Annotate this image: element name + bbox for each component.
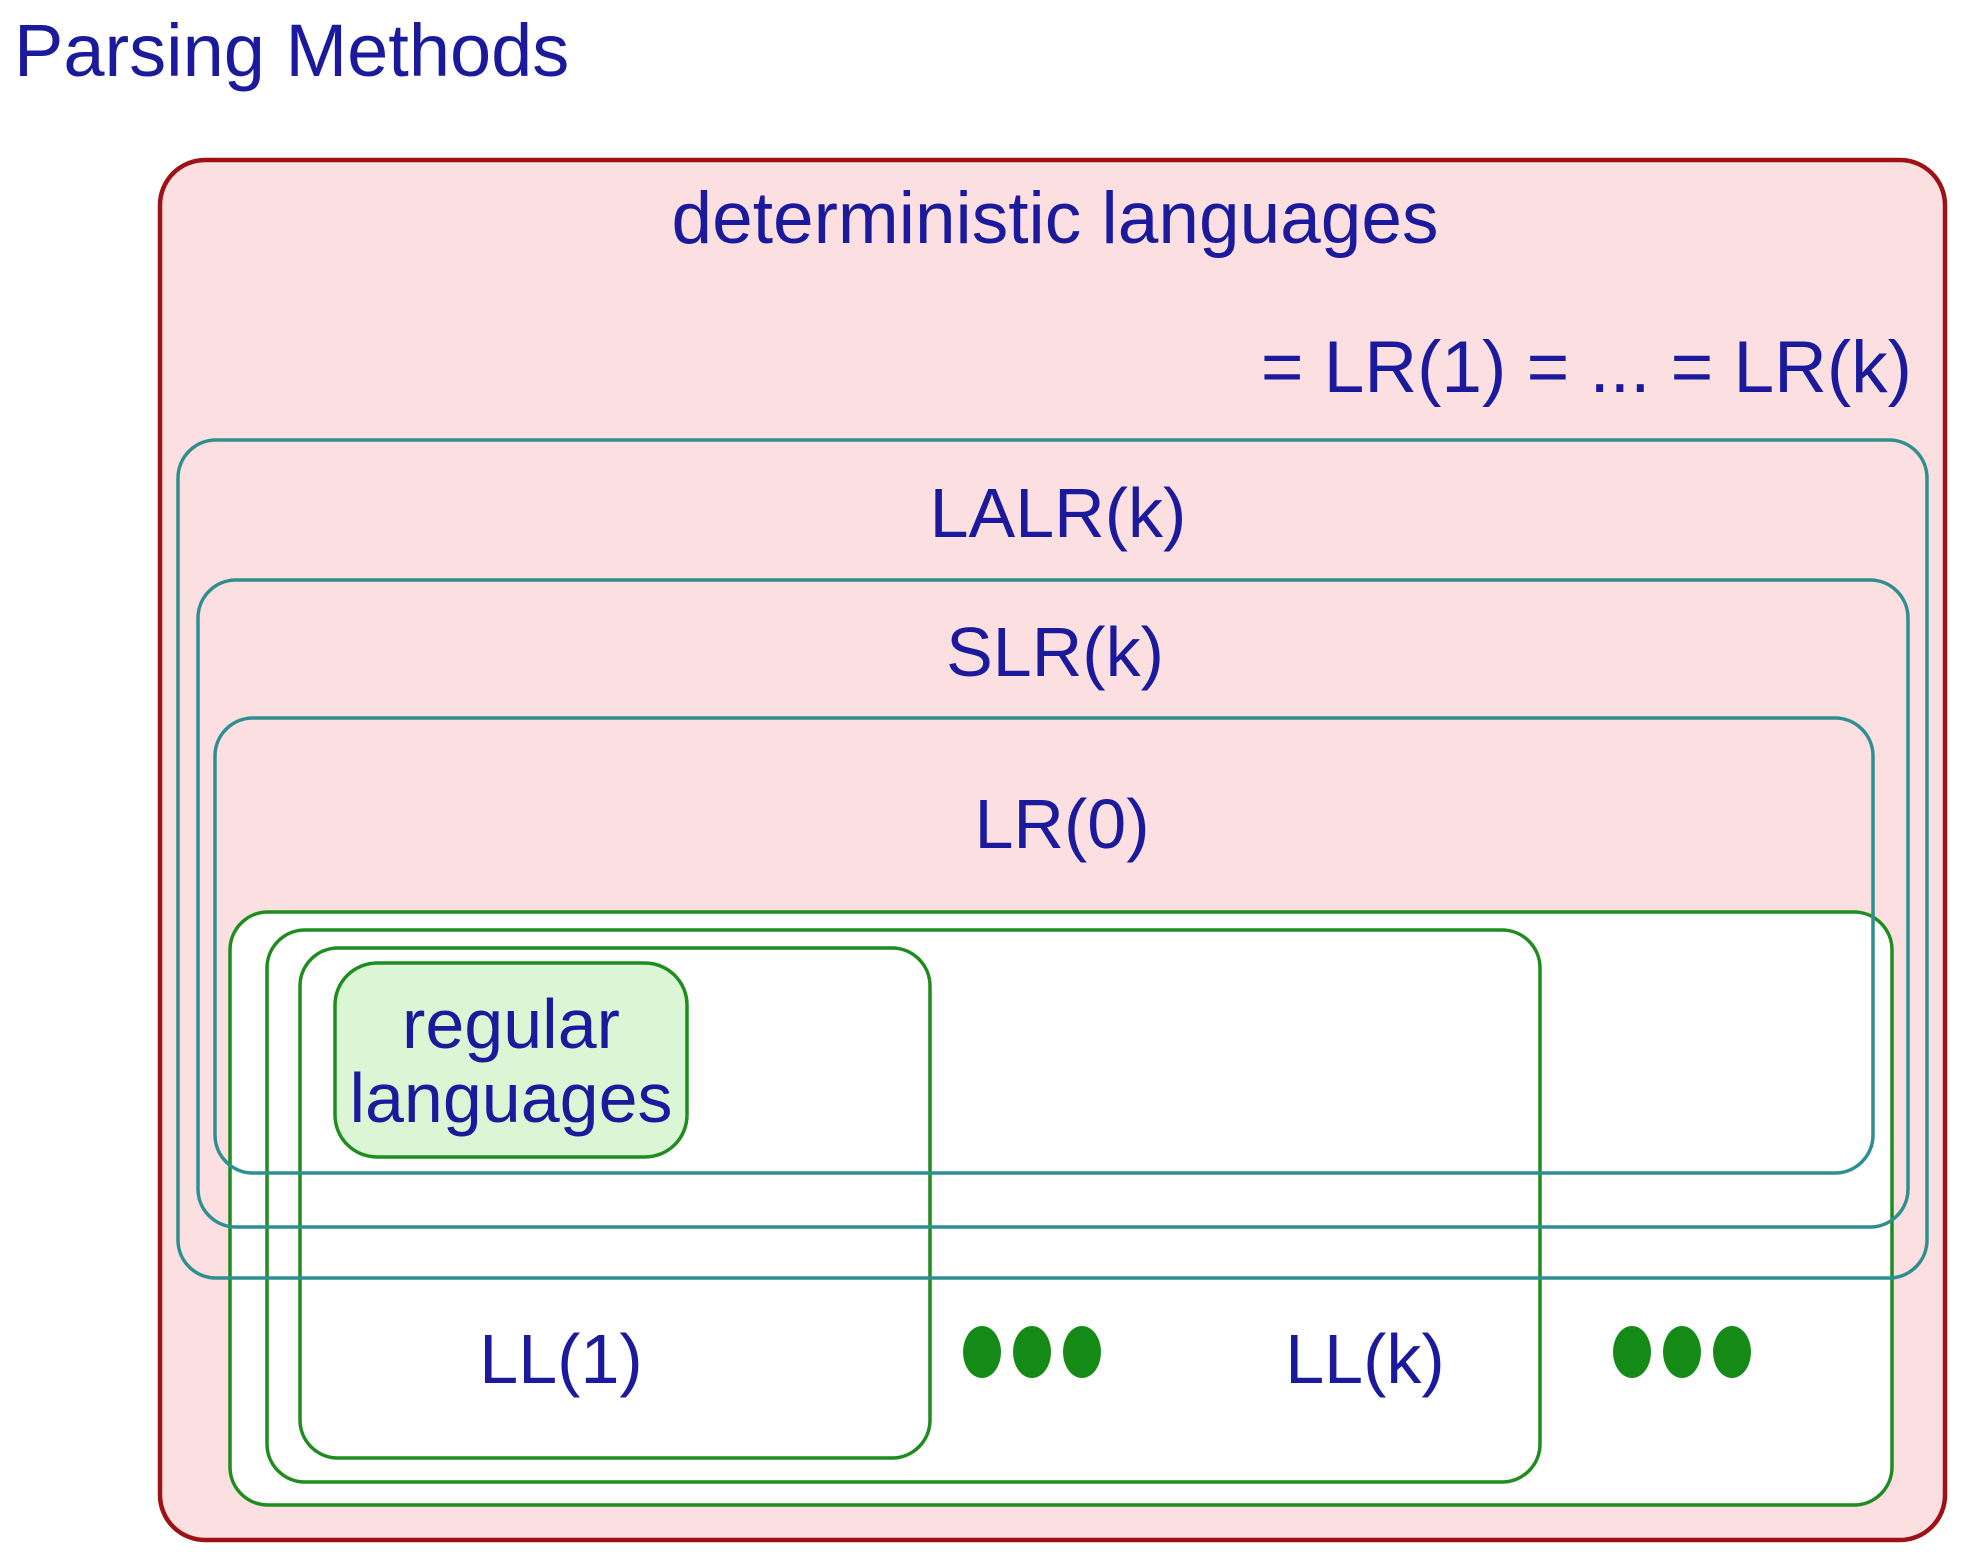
regular-languages-label-line1: regular <box>402 985 620 1063</box>
lalr-box <box>176 438 1929 1280</box>
regular-languages-box <box>333 961 689 1159</box>
regular-languages-label-line2: languages <box>349 1059 672 1137</box>
dot <box>1713 1326 1751 1378</box>
ll1-label: LL(1) <box>479 1320 642 1398</box>
slr-box <box>196 578 1910 1229</box>
dot <box>1013 1326 1051 1378</box>
ellipsis-dots-right-icon <box>1613 1326 1751 1378</box>
slr-label: SLR(k) <box>946 613 1164 691</box>
page-title: Parsing Methods <box>14 9 569 92</box>
lr0-label: LR(0) <box>974 785 1149 863</box>
lr0-box <box>213 716 1875 1175</box>
dot <box>1663 1326 1701 1378</box>
lalr-label: LALR(k) <box>930 474 1187 552</box>
llk-label: LL(k) <box>1285 1320 1444 1398</box>
dot <box>1063 1326 1101 1378</box>
ellipsis-dots-left-icon <box>963 1326 1101 1378</box>
dot <box>963 1326 1001 1378</box>
dot <box>1613 1326 1651 1378</box>
lr-equation-label: = LR(1) = ... = LR(k) <box>1261 327 1912 408</box>
deterministic-languages-label: deterministic languages <box>672 178 1439 259</box>
